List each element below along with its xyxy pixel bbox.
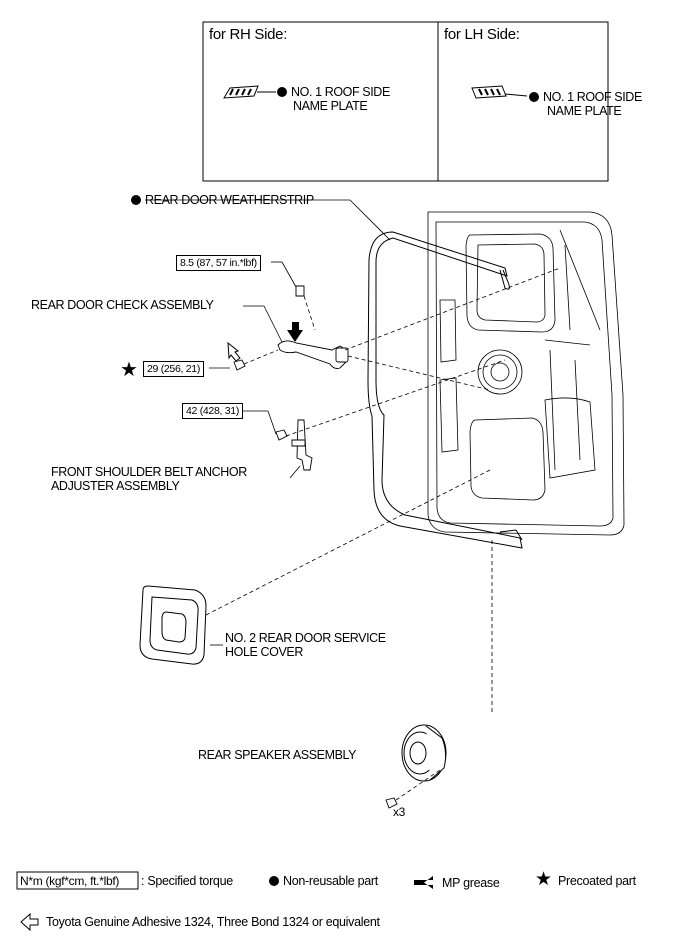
non-reusable-dot-icon <box>131 195 141 205</box>
non-reusable-dot-icon <box>277 87 287 97</box>
rh-name-plate-icon <box>223 85 276 99</box>
weatherstrip-label: REAR DOOR WEATHERSTRIP <box>131 193 314 207</box>
lh-name-plate-label-line2: NAME PLATE <box>547 104 622 118</box>
lh-name-plate-label: NO. 1 ROOF SIDE <box>529 90 642 104</box>
rh-side-title: for RH Side: <box>209 26 288 43</box>
legend-adhesive: Toyota Genuine Adhesive 1324, Three Bond… <box>46 915 380 929</box>
screw-qty-label: x3 <box>393 805 405 819</box>
legend-grease: MP grease <box>442 876 500 890</box>
legend-grease-icon <box>414 876 433 889</box>
check-bolt-shape <box>233 285 398 809</box>
precoated-star-icon: ★ <box>120 359 138 381</box>
door-check-shape <box>277 340 349 369</box>
belt-adjuster-label-line2: ADJUSTER ASSEMBLY <box>51 479 180 493</box>
speaker-shape <box>401 724 447 782</box>
non-reusable-dot-icon <box>529 92 539 102</box>
service-hole-cover-shape <box>139 585 207 665</box>
service-cover-label-line1: NO. 2 REAR DOOR SERVICE <box>225 631 386 645</box>
speaker-label: REAR SPEAKER ASSEMBLY <box>198 748 357 762</box>
torque-label-2: 29 (256, 21) <box>143 361 205 377</box>
lh-name-plate-icon <box>471 85 528 99</box>
legend-precoated: Precoated part <box>558 874 636 888</box>
weatherstrip-shape <box>367 231 523 549</box>
non-reusable-dot-icon <box>269 876 279 886</box>
grease-arrow-icon <box>287 322 303 342</box>
lh-side-title: for LH Side: <box>444 26 520 43</box>
belt-adjuster-label-line1: FRONT SHOULDER BELT ANCHOR <box>51 465 247 479</box>
rh-name-plate-label: NO. 1 ROOF SIDE <box>277 85 390 99</box>
legend-torque-unit: N*m (kgf*cm, ft.*lbf) <box>20 874 120 888</box>
legend-torque-text: : Specified torque <box>141 874 233 888</box>
legend-adhesive-icon <box>20 912 39 932</box>
legend-precoated-star-icon: ★ <box>535 869 552 890</box>
leader-lines <box>145 199 391 646</box>
door-panel-shape <box>427 211 625 536</box>
dashed-guides <box>205 267 561 801</box>
belt-adjuster-shape <box>291 419 313 471</box>
legend-nonreusable: Non-reusable part <box>269 873 378 889</box>
side-panel-frame <box>202 21 609 182</box>
legend-torque-box <box>16 871 139 890</box>
adhesive-arrow-icon <box>227 341 241 362</box>
rh-name-plate-label-line2: NAME PLATE <box>293 99 368 113</box>
service-cover-label-line2: HOLE COVER <box>225 645 303 659</box>
torque-label-1: 8.5 (87, 57 in.*lbf) <box>176 255 261 271</box>
door-check-label: REAR DOOR CHECK ASSEMBLY <box>31 298 214 312</box>
torque-label-3: 42 (428, 31) <box>182 403 244 419</box>
